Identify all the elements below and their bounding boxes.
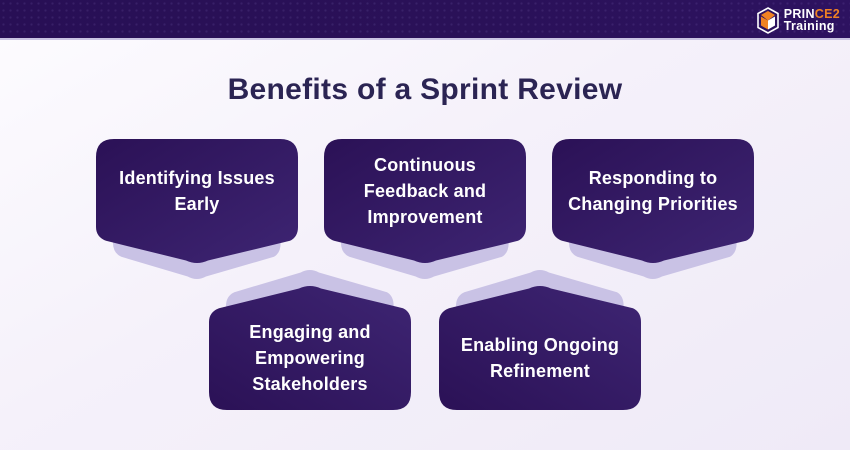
benefit-card-ongoing-refinement: Enabling Ongoing Refinement bbox=[439, 266, 641, 410]
brand-name: PRINCE2 bbox=[783, 6, 840, 21]
hexagon-badge-icon bbox=[756, 6, 779, 34]
card-chevron-shape bbox=[324, 139, 526, 279]
benefit-card-continuous-feedback: Continuous Feedback and Improvement bbox=[324, 139, 526, 283]
card-label: Responding to Changing Priorities bbox=[568, 168, 738, 214]
card-label: Enabling Ongoing Refinement bbox=[460, 335, 620, 381]
brand-logo: PRINCE2 Training bbox=[756, 6, 840, 34]
benefit-card-responding-priorities: Responding to Changing Priorities bbox=[552, 139, 754, 283]
brand-subtitle: Training bbox=[783, 19, 835, 33]
card-label: Identifying Issues Early bbox=[119, 168, 275, 214]
header-bar: PRINCE2 Training bbox=[0, 0, 850, 40]
brand-logo-text: PRINCE2 Training bbox=[783, 6, 840, 33]
card-chevron-shape bbox=[552, 139, 754, 279]
benefit-card-identifying-issues: Identifying Issues Early bbox=[96, 139, 298, 283]
page-title: Benefits of a Sprint Review bbox=[227, 73, 623, 106]
brand-name-white: PRIN bbox=[783, 6, 815, 21]
benefit-card-engaging-stakeholders: Engaging and Empowering Stakeholders bbox=[209, 266, 411, 410]
card-chevron-shape bbox=[209, 270, 411, 410]
card-label: Engaging and Empowering Stakeholders bbox=[249, 322, 371, 394]
card-label: Continuous Feedback and Improvement bbox=[363, 155, 487, 227]
card-chevron-shape bbox=[96, 139, 298, 279]
brand-name-orange: CE2 bbox=[814, 6, 840, 21]
card-chevron-shape bbox=[439, 270, 641, 410]
